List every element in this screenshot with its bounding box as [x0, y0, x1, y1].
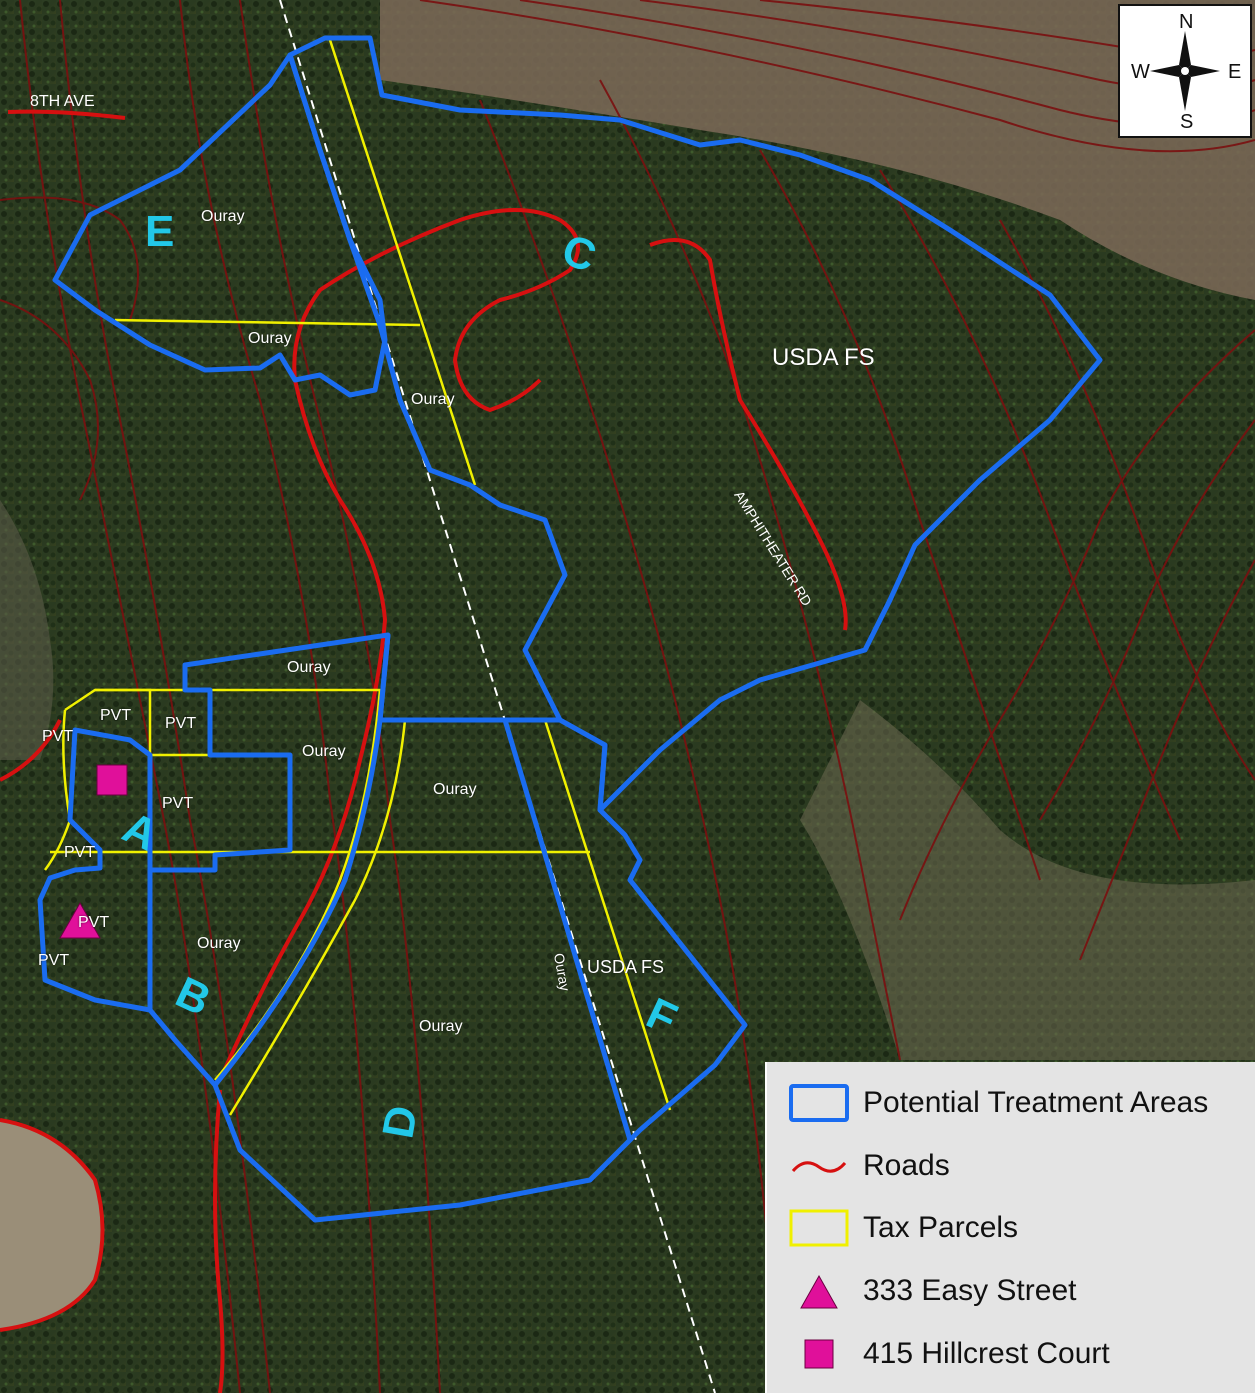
treatment-divider-df — [502, 719, 633, 1141]
label-pvt-4: PVT — [162, 795, 194, 812]
parcel-line-3 — [543, 719, 672, 1111]
legend-label-tax-parcels: Tax Parcels — [863, 1211, 1019, 1244]
parcel-line-5 — [228, 719, 407, 1116]
yellow-outline-box-icon — [789, 1209, 849, 1247]
legend-row-415-hillcrest-court: 415 Hillcrest Court — [767, 1329, 1255, 1379]
parcel-line-2 — [114, 318, 421, 327]
compass-w: W — [1131, 61, 1150, 83]
treatment-area-e — [52, 52, 388, 398]
road-lower-loop — [0, 1118, 105, 1332]
label-ouray-2: Ouray — [248, 330, 292, 347]
label-ouray-5: Ouray — [302, 743, 346, 760]
road-left — [0, 719, 62, 782]
label-ouray-1: Ouray — [201, 208, 245, 225]
area-label-e: E — [145, 207, 175, 256]
legend-row-roads: Roads — [767, 1141, 1255, 1191]
parcel-line-6 — [64, 688, 152, 755]
treatment-area-bd — [147, 632, 748, 1223]
legend-row-tax-parcels: Tax Parcels — [767, 1203, 1255, 1253]
compass-e: E — [1228, 61, 1242, 83]
label-pvt-3: PVT — [42, 728, 74, 745]
label-ouray-3: Ouray — [411, 391, 455, 408]
legend: Potential Treatment Areas Roads Tax Parc… — [765, 1062, 1255, 1393]
marker-415-hillcrest-court — [96, 764, 128, 796]
treatment-divider-bd — [213, 634, 391, 1087]
boundary-line — [279, 0, 716, 1393]
north-arrow: N S W E — [1118, 4, 1252, 138]
legend-row-333-easy-street: 333 Easy Street — [767, 1266, 1255, 1316]
label-pvt-5: PVT — [64, 844, 96, 861]
magenta-square-icon — [804, 1339, 834, 1369]
legend-label-415-hillcrest-court: 415 Hillcrest Court — [863, 1337, 1110, 1370]
magenta-triangle-icon — [800, 1274, 838, 1309]
label-pvt-6: PVT — [78, 914, 110, 931]
road-amphitheater — [649, 238, 848, 631]
treatment-area-a — [37, 727, 153, 1013]
compass-s: S — [1180, 111, 1194, 133]
treatment-area-c — [287, 35, 1103, 813]
label-usda-fs-f: USDA FS — [587, 957, 665, 977]
road-loop — [452, 218, 580, 413]
legend-label-roads: Roads — [863, 1149, 950, 1182]
legend-row-treatment-areas: Potential Treatment Areas — [767, 1078, 1255, 1128]
red-wave-line-icon — [791, 1161, 847, 1173]
legend-label-333-easy-street: 333 Easy Street — [863, 1274, 1077, 1307]
label-ouray-7: Ouray — [197, 935, 241, 952]
treatment-areas — [37, 35, 1103, 1223]
label-ouray-4: Ouray — [287, 659, 331, 676]
legend-label-treatment-areas: Potential Treatment Areas — [863, 1086, 1209, 1119]
road-8th-ave — [7, 109, 126, 120]
label-pvt-1: PVT — [100, 707, 132, 724]
label-ouray-8: Ouray — [419, 1018, 463, 1035]
label-ouray-6: Ouray — [433, 781, 477, 798]
blue-outline-box-icon — [789, 1084, 849, 1122]
label-pvt-2: PVT — [165, 715, 197, 732]
roads — [0, 109, 848, 1393]
compass-rose-icon — [1150, 31, 1220, 111]
road-lower — [213, 1089, 225, 1393]
marker-333-easy-street — [59, 901, 101, 939]
parcel-line-1 — [328, 39, 477, 486]
compass-n: N — [1179, 11, 1194, 33]
label-pvt-7: PVT — [38, 952, 70, 969]
road-main — [218, 208, 561, 1081]
label-8th-ave: 8TH AVE — [30, 93, 95, 110]
label-usda-fs-main: USDA FS — [772, 344, 875, 371]
